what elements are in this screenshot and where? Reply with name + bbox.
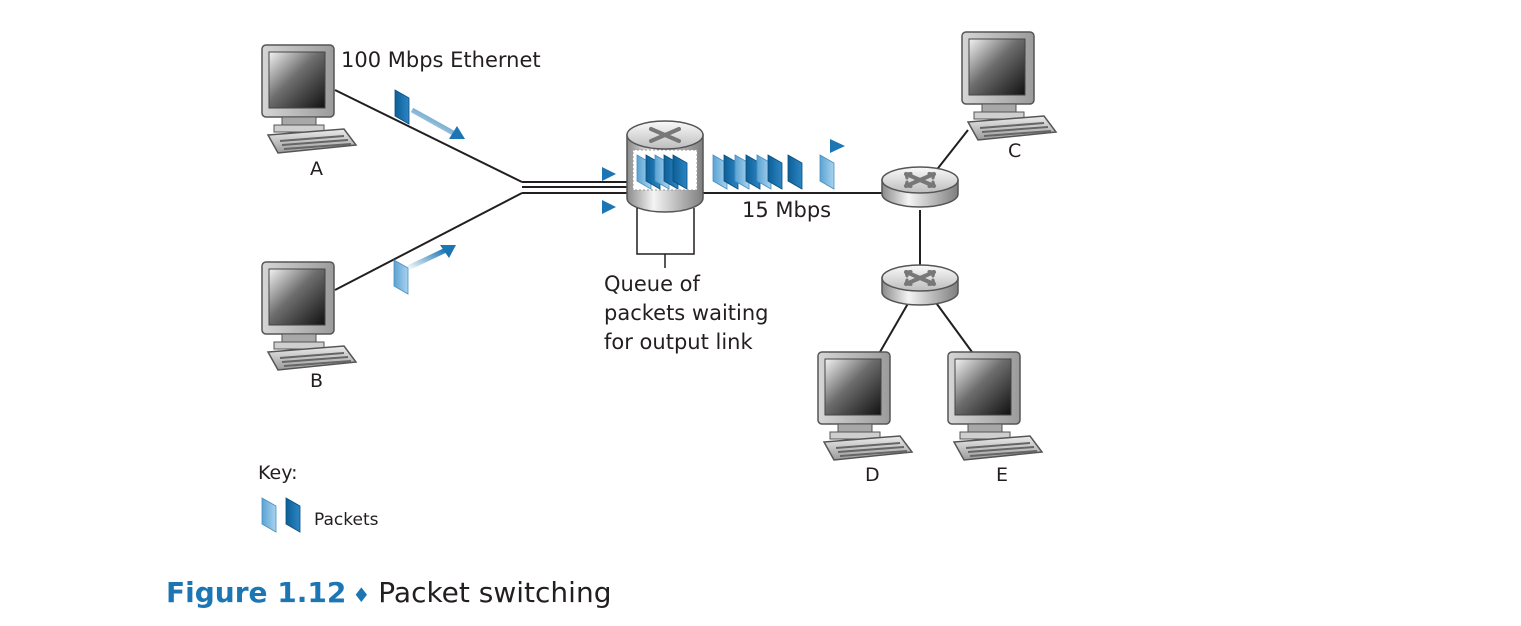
key-label: Key:	[258, 462, 298, 484]
router-right	[880, 165, 960, 209]
host-c-computer	[961, 31, 1057, 141]
packet-from-b	[393, 259, 409, 295]
caption-title: Packet switching	[378, 576, 612, 609]
link-b	[334, 192, 523, 291]
key-packets-label: Packets	[314, 510, 379, 530]
link-d	[879, 299, 911, 353]
queue-label-line3: for output link	[604, 330, 753, 354]
queue-label-line1: Queue of	[604, 272, 700, 296]
queue-bracket	[636, 208, 695, 268]
ethernet-label: 100 Mbps Ethernet	[341, 48, 541, 72]
link-c	[934, 129, 969, 173]
link-rate-label: 15 Mbps	[742, 198, 832, 222]
queue-label-line2: packets waiting	[604, 301, 769, 325]
link-a	[334, 89, 523, 183]
queued-packets	[636, 154, 688, 190]
network-links	[334, 89, 973, 353]
host-c-label: C	[1008, 140, 1022, 162]
queue-router	[626, 120, 704, 213]
figure-caption: Figure 1.12♦ Packet switching	[166, 576, 611, 609]
arrow-trunk-upper	[530, 167, 616, 181]
host-e-computer	[947, 351, 1043, 461]
arrow-output	[712, 139, 845, 153]
output-packet-train	[712, 154, 835, 190]
flow-arrows	[406, 107, 845, 271]
host-d-label: D	[865, 464, 880, 486]
arrow-b	[406, 245, 456, 271]
arrow-a	[410, 107, 465, 139]
caption-separator: ♦	[352, 583, 371, 607]
caption-figure-number: Figure 1.12	[166, 576, 347, 609]
link-e	[933, 299, 973, 353]
packet-from-a	[394, 89, 410, 125]
key-packet-icons	[261, 497, 301, 533]
router-lower	[880, 263, 960, 307]
arrow-trunk-lower	[530, 200, 616, 214]
host-d-computer	[817, 351, 913, 461]
host-b-computer	[261, 261, 357, 371]
host-b-label: B	[310, 370, 324, 392]
host-e-label: E	[996, 464, 1009, 486]
host-a-label: A	[310, 158, 323, 180]
